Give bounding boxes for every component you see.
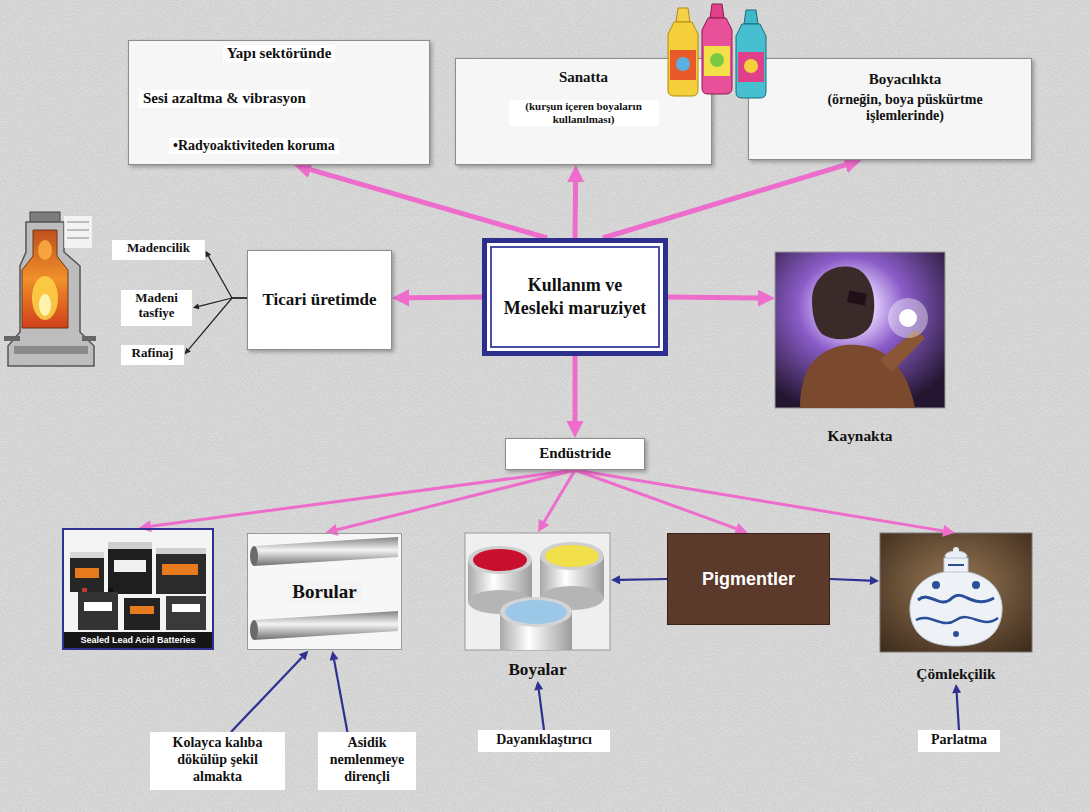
process-label-text: Rafinaj [124, 346, 181, 361]
box-note: (örneğin, boya püskürtme işlemlerinde) [789, 92, 1021, 124]
paint-bottles-icon [668, 4, 766, 98]
photo-caption: Kaynakta [775, 427, 945, 445]
box-note: (kurşun içeren boyaların kullanılması) [509, 100, 659, 125]
pigment-box: Pigmentler [667, 533, 830, 625]
usage-box: Endüstride [505, 438, 645, 470]
process-label: Madencilik [112, 240, 205, 260]
connector-arrow [544, 470, 575, 522]
photo-node: Borular [247, 533, 402, 650]
box-heading: Ticari üretimde [256, 290, 383, 310]
property-text: Parlatma [922, 732, 996, 748]
pottery-photo [880, 533, 1032, 652]
furnace-illustration [4, 212, 96, 366]
property-label: Asidik nemlenmeye dirençli [318, 732, 416, 790]
connector-arrow [575, 470, 736, 529]
connector-arrow [957, 693, 959, 730]
central-title: Kullanım ve Mesleki maruziyet [499, 274, 651, 321]
connector-arrow [334, 660, 347, 732]
usage-box: Yapı sektöründeSesi azaltma & vibrasyon •… [128, 40, 430, 165]
process-label: Rafinaj [121, 345, 184, 365]
welder-photo [775, 252, 945, 408]
connector-arrow [189, 298, 247, 350]
property-text: Asidik nemlenmeye dirençli [322, 735, 412, 785]
box-heading: Sanatta [464, 69, 703, 86]
property-text: Dayanıklaştırıcı [482, 732, 606, 748]
photo-node: Boyalar [465, 533, 610, 680]
usage-box: Sanatta (kurşun içeren boyaların kullanıl… [455, 58, 712, 165]
photo-caption: Borular [287, 580, 361, 604]
connector-arrow [668, 297, 758, 298]
box-item: •Radyoaktiviteden koruma [169, 138, 339, 154]
property-text: Kolayca kalıba dökülüp şekil almakta [154, 735, 281, 785]
connector-arrow [573, 182, 579, 238]
box-heading: Pigmentler [674, 569, 823, 590]
connector-arrow [231, 657, 302, 732]
box-heading: Endüstride [510, 445, 640, 462]
photo-node: Çömlekçilik [880, 533, 1032, 683]
process-label: Madeni tasfiye [121, 290, 192, 326]
property-label: Dayanıklaştırıcı [478, 730, 610, 752]
connector-arrow [151, 470, 575, 526]
photo-node: Kaynakta [775, 252, 945, 445]
usage-box: Boyacılıkta (örneğin, boya püskürtme işle… [748, 58, 1032, 160]
photo-caption: Çömlekçilik [880, 665, 1032, 683]
central-box: Kullanım ve Mesleki maruziyet [482, 238, 668, 356]
connector-arrow [208, 256, 247, 298]
batteries-photo [64, 530, 212, 633]
box-heading: Yapı sektöründe [223, 45, 336, 62]
property-label: Parlatma [918, 730, 1000, 752]
connector-arrow [575, 470, 943, 531]
process-label-text: Madencilik [115, 241, 202, 256]
paint-cans-photo [465, 533, 610, 654]
connectors [151, 165, 959, 732]
property-label: Kolayca kalıba dökülüp şekil almakta [150, 732, 285, 790]
connector-arrow [337, 470, 575, 530]
box-item: Sesi azaltma & vibrasyon [139, 90, 310, 107]
connector-arrow [603, 165, 845, 238]
photo-node: Sealed Lead Acid Batteries [62, 528, 214, 650]
box-heading: Boyacılıkta [789, 71, 1021, 88]
usage-box: Ticari üretimde [247, 250, 392, 350]
connector-arrow [310, 170, 547, 238]
connector-arrow [830, 579, 870, 581]
process-label-text: Madeni tasfiye [124, 291, 189, 321]
photo-caption: Boyalar [465, 660, 610, 680]
connector-arrow [199, 298, 247, 306]
connector-arrow [409, 295, 482, 301]
connector-arrow [620, 578, 667, 581]
connector-arrow [539, 690, 544, 730]
photo-caption: Sealed Lead Acid Batteries [64, 632, 212, 648]
pipes-photo [248, 534, 401, 649]
connector-arrow [573, 356, 578, 421]
